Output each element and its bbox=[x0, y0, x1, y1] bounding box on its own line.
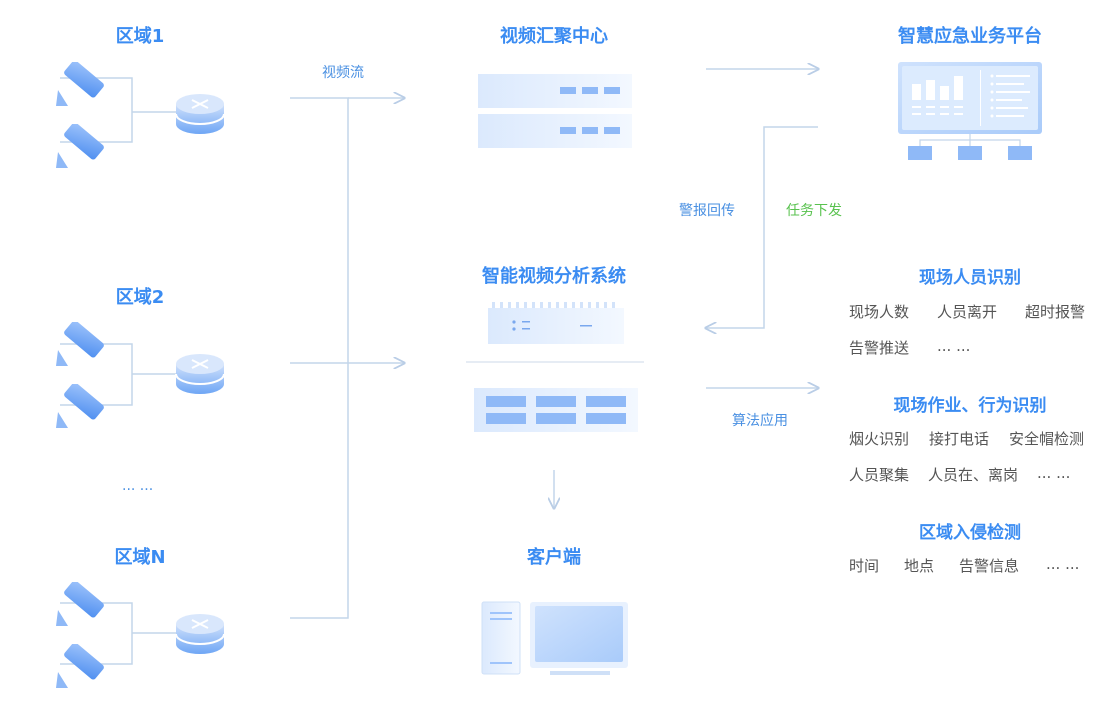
algorithm-application-label: 算法应用 bbox=[732, 413, 788, 429]
camera-icon bbox=[56, 384, 104, 428]
camera-icon bbox=[56, 62, 104, 106]
region-label-n: 区域N bbox=[114, 547, 166, 568]
recognition-item: 人员聚集 bbox=[849, 466, 910, 484]
client-title: 客户端 bbox=[527, 547, 581, 568]
desktop-computer-icon bbox=[481, 601, 628, 675]
camera-icon bbox=[56, 644, 104, 688]
aggregation-center-title: 视频汇聚中心 bbox=[500, 26, 608, 47]
video-stream-label: 视频流 bbox=[322, 65, 364, 81]
recognition-group-title: 现场作业、行为识别 bbox=[893, 396, 1047, 416]
alarm-return-label: 警报回传 bbox=[679, 203, 735, 219]
recognition-item: 告警信息 bbox=[959, 557, 1020, 575]
recognition-item: 烟火识别 bbox=[849, 430, 910, 448]
analysis-server-icon bbox=[488, 302, 624, 344]
camera-icon bbox=[56, 582, 104, 626]
recognition-ellipsis: ... ... bbox=[937, 337, 971, 355]
region-label-1: 区域1 bbox=[115, 26, 165, 47]
platform-title: 智慧应急业务平台 bbox=[898, 26, 1042, 47]
connector-lines bbox=[60, 69, 818, 665]
recognition-item: 人员在、离岗 bbox=[928, 466, 1019, 484]
dashboard-monitor-icon bbox=[898, 62, 1042, 160]
recognition-item: 地点 bbox=[904, 557, 935, 575]
server-rack-icon bbox=[478, 74, 632, 148]
router-icon bbox=[175, 614, 225, 654]
recognition-ellipsis: ... ... bbox=[1046, 555, 1080, 573]
router-icon bbox=[175, 94, 225, 134]
analysis-storage-icon bbox=[474, 388, 638, 432]
recognition-item: 超时报警 bbox=[1025, 303, 1086, 321]
analysis-system-title: 智能视频分析系统 bbox=[482, 266, 626, 287]
camera-icon bbox=[56, 322, 104, 366]
recognition-item: 现场人数 bbox=[849, 303, 910, 321]
regions-ellipsis: ... ... bbox=[122, 478, 154, 494]
region-label-2: 区域2 bbox=[115, 287, 165, 308]
recognition-group-title: 现场人员识别 bbox=[919, 268, 1021, 288]
recognition-item: 接打电话 bbox=[929, 430, 990, 448]
camera-icon bbox=[56, 124, 104, 168]
recognition-group-title: 区域入侵检测 bbox=[919, 523, 1021, 543]
recognition-item: 人员离开 bbox=[937, 303, 998, 321]
task-dispatch-label: 任务下发 bbox=[786, 203, 842, 219]
recognition-item: 时间 bbox=[849, 557, 880, 575]
recognition-ellipsis: ... ... bbox=[1037, 464, 1071, 482]
recognition-item: 告警推送 bbox=[849, 339, 910, 357]
recognition-item: 安全帽检测 bbox=[1009, 430, 1085, 448]
router-icon bbox=[175, 354, 225, 394]
